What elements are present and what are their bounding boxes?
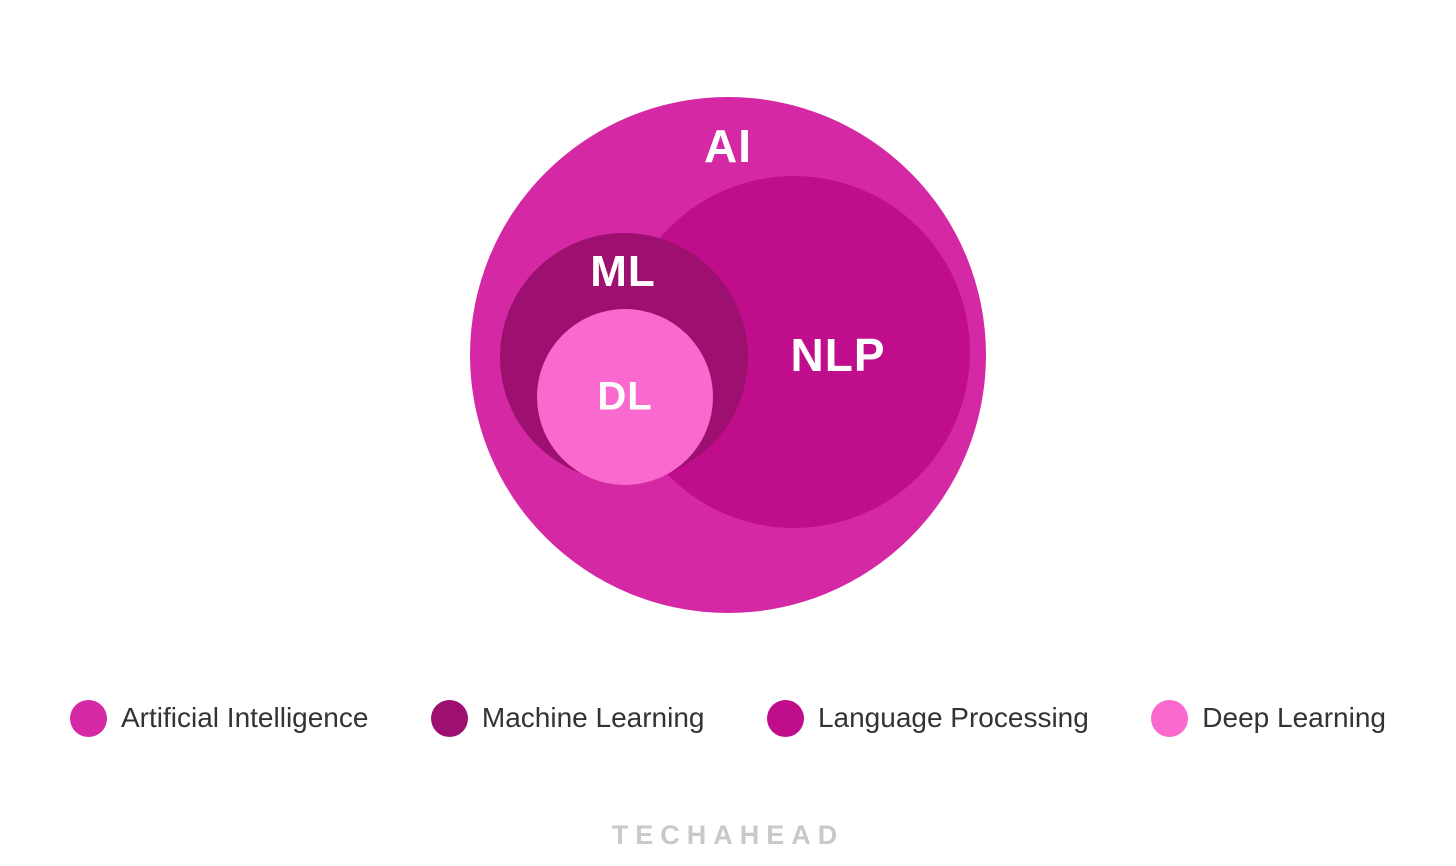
ai-circle-label: AI	[704, 120, 752, 172]
ml-circle-label: ML	[590, 247, 656, 296]
dl-circle-label: DL	[597, 374, 653, 419]
legend-label: Machine Learning	[481, 702, 705, 733]
legend-item-language-processing: Language Processing	[766, 699, 1089, 737]
dl-circle	[537, 309, 713, 485]
legend: Artificial Intelligence Machine Learning…	[70, 694, 1386, 742]
footer: TECHAHEAD	[0, 820, 1456, 851]
legend-dot-artificial-intelligence	[70, 699, 107, 737]
legend-label: Artificial Intelligence	[121, 702, 369, 733]
legend-label: Deep Learning	[1202, 702, 1386, 733]
legend-dot-machine-learning	[430, 699, 468, 737]
legend-item-deep-learning: Deep Learning	[1151, 699, 1386, 737]
techahead-logo: TECHAHEAD	[611, 820, 845, 850]
legend-dot-language-processing	[766, 699, 804, 737]
nlp-circle-label: NLP	[790, 329, 886, 381]
legend-dot-deep-learning	[1151, 699, 1189, 737]
legend-item-artificial-intelligence: Artificial Intelligence	[70, 699, 369, 737]
legend-label: Language Processing	[817, 702, 1089, 733]
legend-item-machine-learning: Machine Learning	[430, 699, 705, 737]
